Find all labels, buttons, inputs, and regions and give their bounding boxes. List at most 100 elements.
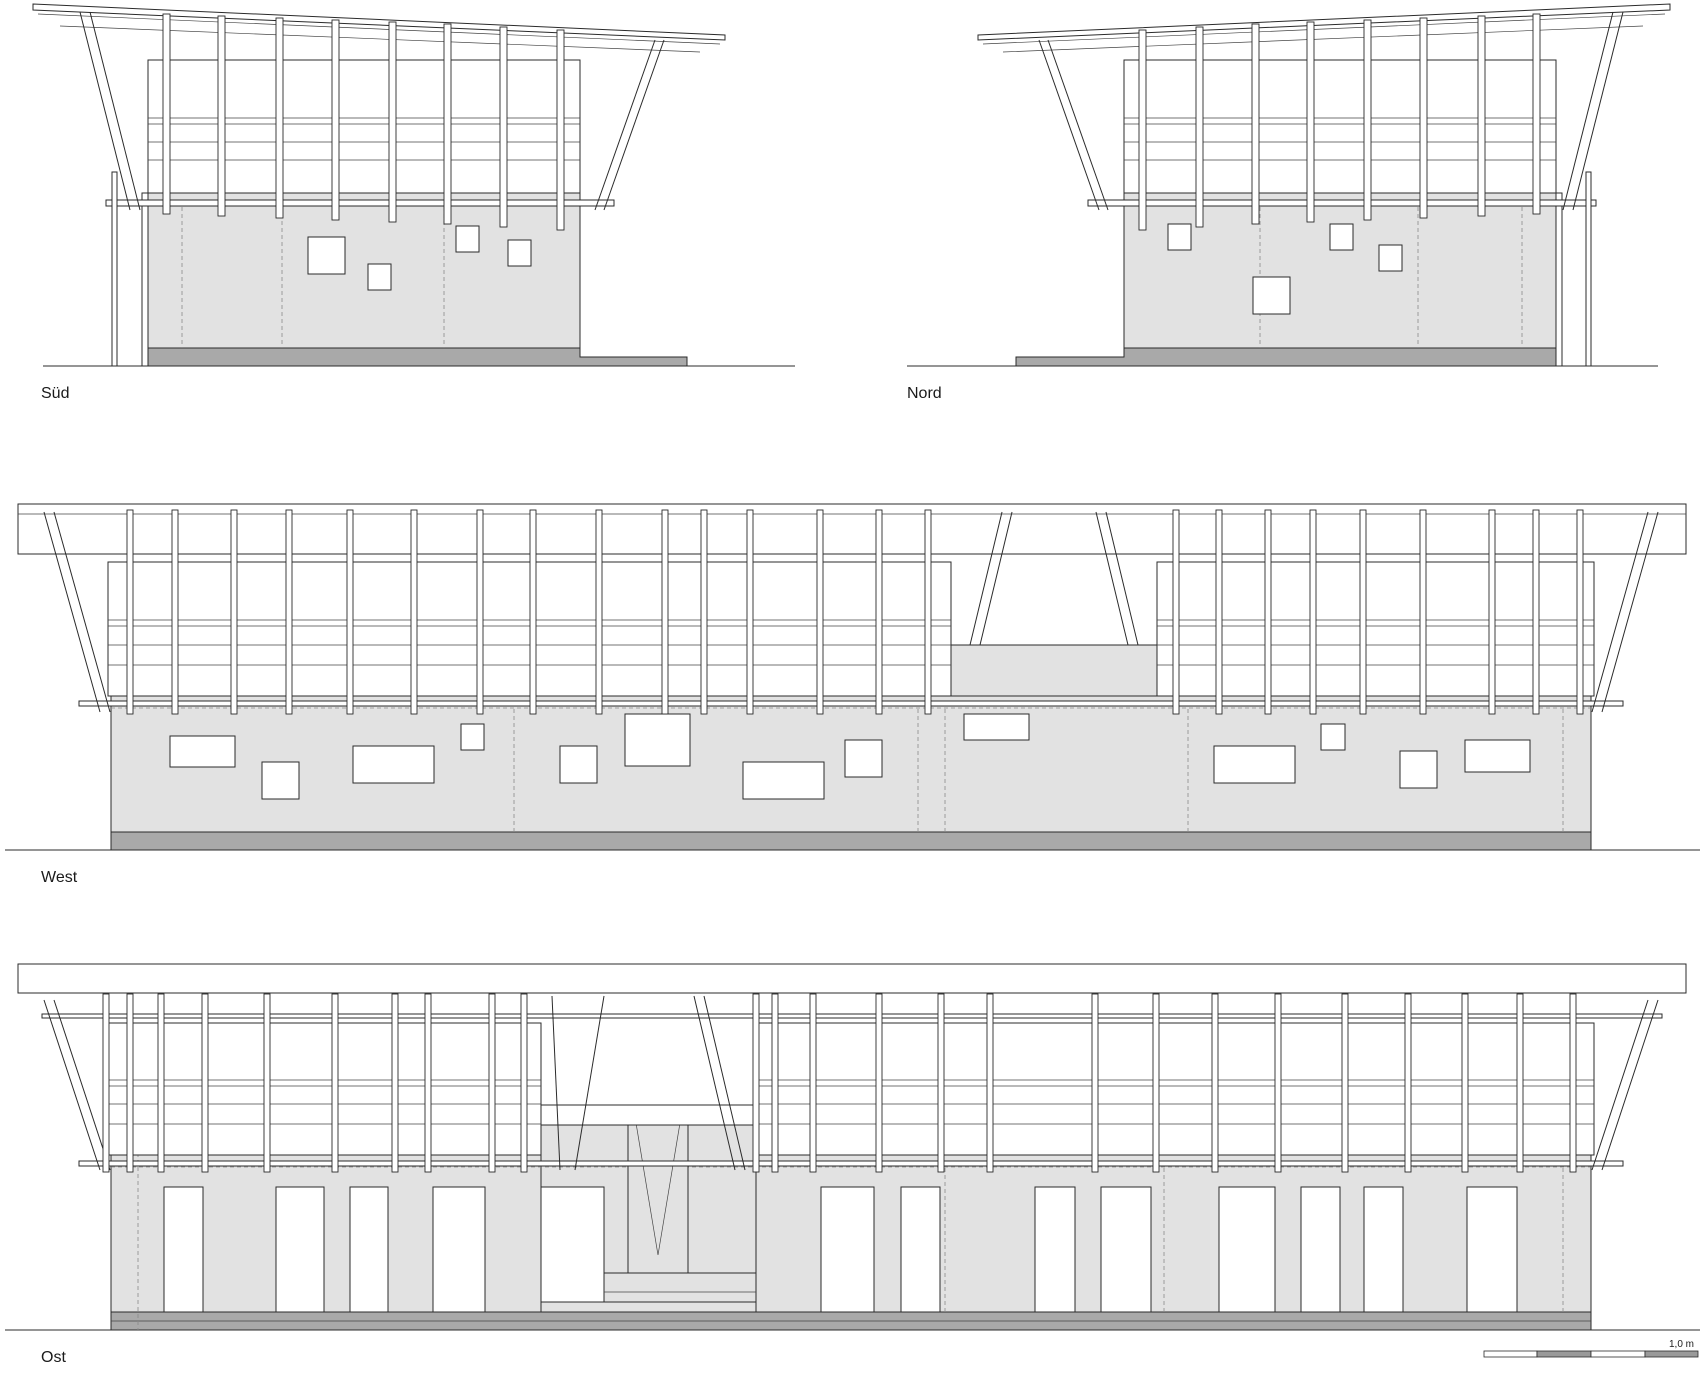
window: [963, 713, 1030, 741]
brace: [1591, 511, 1649, 713]
roof-purlin: [41, 1013, 1663, 1019]
timber-post: [201, 993, 209, 1173]
timber-post: [1532, 13, 1541, 215]
window: [460, 723, 485, 751]
timber-post: [275, 17, 284, 219]
roof-edge: [32, 3, 726, 41]
beam: [78, 1160, 1624, 1167]
elevation-east: Ost: [5, 963, 1700, 1366]
brace: [43, 999, 101, 1171]
roof-fascia: [17, 503, 1687, 555]
brace: [53, 999, 111, 1171]
timber-post: [388, 21, 397, 223]
timber-post: [476, 509, 484, 715]
scale-segment: [1590, 1350, 1646, 1358]
window: [624, 713, 691, 767]
entrance-wall: [950, 644, 1158, 697]
brace: [1095, 511, 1129, 646]
timber-post: [1569, 993, 1577, 1173]
timber-post: [986, 993, 994, 1173]
timber-post: [331, 993, 339, 1173]
timber-post: [1251, 23, 1260, 225]
timber-post: [488, 993, 496, 1173]
elevation-north: Nord: [907, 3, 1671, 402]
roof-purlin: [982, 13, 1666, 45]
timber-post: [443, 23, 452, 225]
timber-post: [1309, 509, 1317, 715]
timber-post: [410, 509, 418, 715]
door: [275, 1186, 325, 1313]
window: [1167, 223, 1192, 251]
timber-post: [1488, 509, 1496, 715]
brace: [1105, 511, 1139, 646]
entrance-stair: [540, 1104, 757, 1313]
brace: [1601, 999, 1659, 1171]
brace: [1038, 39, 1100, 211]
timber-post: [875, 993, 883, 1173]
post-row: [102, 993, 1577, 1173]
timber-post: [1341, 993, 1349, 1173]
timber-post: [1215, 509, 1223, 715]
side-post: [1585, 171, 1592, 367]
timber-post: [1091, 993, 1099, 1173]
window: [844, 739, 883, 778]
elevation-south: Süd: [32, 3, 795, 402]
door: [1100, 1186, 1152, 1313]
timber-post: [162, 13, 171, 215]
beam: [78, 700, 1624, 707]
timber-post: [556, 29, 565, 231]
door: [1218, 1186, 1276, 1313]
brace: [1572, 11, 1624, 211]
brace: [969, 511, 1003, 646]
door: [432, 1186, 486, 1313]
wall-body: [147, 192, 581, 349]
elevation-west: West: [5, 503, 1700, 886]
door: [349, 1186, 389, 1313]
clerestory-frame: [755, 1022, 1595, 1156]
door: [1466, 1186, 1518, 1313]
timber-post: [1359, 509, 1367, 715]
timber-post: [1404, 993, 1412, 1173]
timber-post: [809, 993, 817, 1173]
timber-post: [1477, 15, 1486, 217]
side-post: [111, 171, 118, 367]
timber-post: [771, 993, 779, 1173]
brace: [551, 995, 561, 1171]
timber-post: [263, 993, 271, 1173]
timber-post: [520, 993, 528, 1173]
plinth: [110, 831, 1592, 851]
brace: [703, 995, 746, 1171]
brace: [79, 11, 131, 211]
window: [1399, 750, 1438, 789]
plinth: [147, 347, 688, 367]
scale-bar: 1,0 m: [1483, 1339, 1699, 1358]
timber-post: [1195, 26, 1204, 228]
timber-post: [1516, 993, 1524, 1173]
timber-post: [661, 509, 669, 715]
post-row: [162, 13, 565, 231]
clerestory-frame: [1156, 561, 1595, 697]
wall-body: [1123, 192, 1557, 349]
timber-post: [1363, 19, 1372, 221]
timber-post: [230, 509, 238, 715]
timber-post: [285, 509, 293, 715]
timber-post: [126, 993, 134, 1173]
brace: [43, 511, 101, 713]
window: [559, 745, 598, 784]
timber-post: [1306, 21, 1315, 223]
timber-post: [1274, 993, 1282, 1173]
timber-post: [924, 509, 932, 715]
brace: [693, 995, 736, 1171]
timber-post: [1461, 993, 1469, 1173]
window: [352, 745, 435, 784]
timber-post: [937, 993, 945, 1173]
scale-segment: [1483, 1350, 1538, 1358]
post-row: [1138, 13, 1541, 231]
window: [742, 761, 825, 800]
timber-post: [499, 26, 508, 228]
brace: [89, 11, 141, 211]
brace: [1047, 39, 1109, 211]
door: [1034, 1186, 1076, 1313]
timber-post: [1419, 17, 1428, 219]
